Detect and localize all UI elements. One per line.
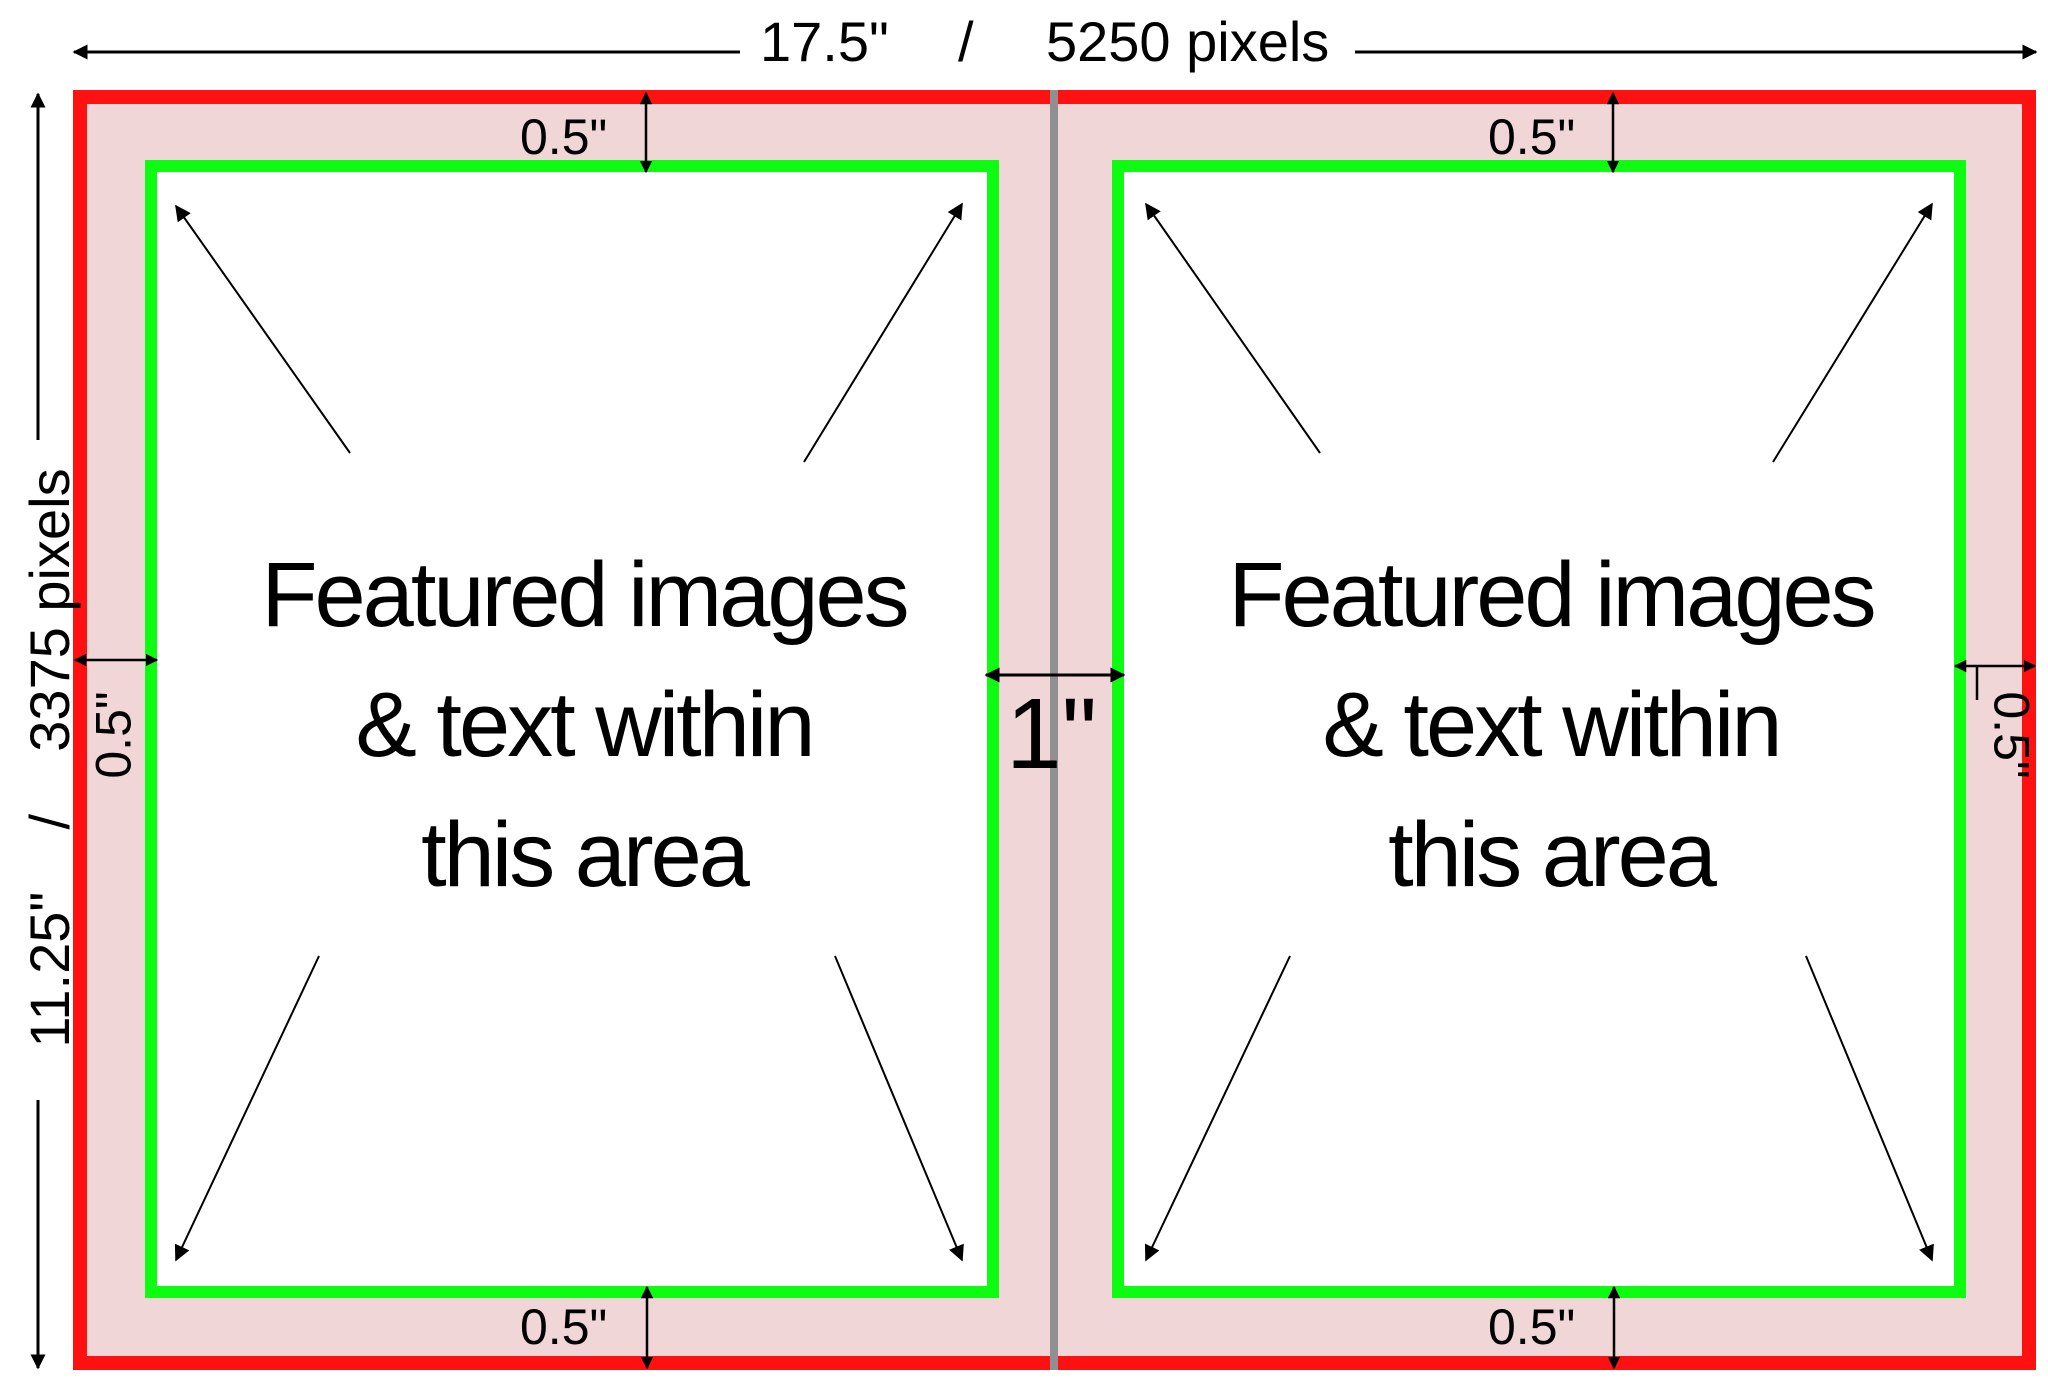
panel-right-line2: & text within [1322, 674, 1783, 776]
panel-right-line1: Featured images [1228, 544, 1876, 646]
panel-left-line3: this area [421, 804, 750, 906]
gutter-label: 1" [1006, 678, 1098, 790]
panel-left-line1: Featured images [261, 544, 909, 646]
width-separator: / [958, 10, 974, 73]
top-margin-label-right: 0.5" [1488, 109, 1576, 165]
safe-area-right [1112, 160, 1966, 1298]
panel-left-text: Featured images & text within this area [157, 530, 1011, 920]
panel-right-line3: this area [1388, 804, 1717, 906]
left-margin-label: 0.5" [85, 691, 142, 779]
panel-right-text: Featured images & text within this area [1124, 530, 1978, 920]
bottom-margin-label-left: 0.5" [520, 1299, 608, 1355]
safe-area-left [145, 160, 999, 1298]
width-pixels-label: 5250 pixels [1046, 10, 1330, 73]
height-inches-label: 11.25" [18, 891, 81, 1048]
bottom-margin-label-right: 0.5" [1488, 1299, 1576, 1355]
top-margin-label-left: 0.5" [520, 109, 608, 165]
height-pixels-label: 3375 pixels [18, 468, 81, 752]
height-dimension-label: 11.25" / 3375 pixels [18, 408, 81, 1108]
panel-left-line2: & text within [355, 674, 816, 776]
width-inches-label: 17.5" [760, 10, 889, 73]
right-margin-label: 0.5" [1983, 691, 2040, 779]
spine-line [1050, 90, 1058, 1370]
height-separator: / [18, 813, 81, 830]
